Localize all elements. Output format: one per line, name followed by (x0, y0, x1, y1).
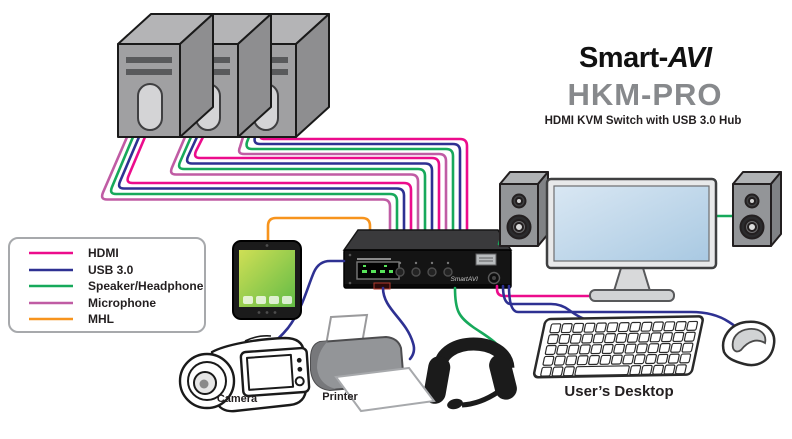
product-subtitle: HDMI KVM Switch with USB 3.0 Hub (544, 115, 742, 127)
speaker-icon (499, 171, 549, 247)
camcorder-icon (178, 335, 311, 413)
keyboard-keys (540, 320, 699, 377)
paper-output (334, 366, 436, 413)
brand-logo: Smart-AVI (535, 42, 755, 75)
mic-boom (461, 389, 500, 408)
microphone-cables (100, 135, 448, 252)
legend-row-mhl: MHL (28, 312, 204, 326)
legend-row-usb: USB 3.0 (28, 263, 204, 277)
legend-row-speaker: Speaker/Headphone (28, 279, 204, 293)
select-buttons (395, 261, 453, 277)
users-desktop-label: User’s Desktop (564, 383, 674, 400)
port-sticker (475, 253, 497, 266)
usb-cables-sources (117, 135, 462, 252)
brand-name-part1: Smart- (578, 42, 668, 74)
computer-tower-icon (117, 13, 214, 138)
mouse-icon (721, 320, 776, 367)
mhl-cable (266, 216, 372, 252)
legend-label-usb: USB 3.0 (88, 262, 134, 277)
headset-icon (423, 337, 517, 410)
speaker-cables-sources (109, 135, 455, 252)
printer-label: Printer (322, 391, 358, 403)
printer-icon (310, 313, 436, 413)
keyboard-icon (532, 315, 704, 379)
led-segments (362, 265, 393, 273)
legend-label-microphone: Microphone (88, 295, 156, 310)
tablet-icon (232, 240, 302, 320)
computer-towers (117, 13, 330, 138)
legend-row-microphone: Microphone (28, 296, 204, 310)
legend-label-hdmi: HDMI (88, 246, 119, 260)
product-model: HKM-PRO (567, 77, 723, 112)
hdmi-cables-sources (126, 135, 469, 252)
legend-label-mhl: MHL (88, 312, 114, 326)
monitor-icon (545, 177, 718, 302)
speaker-icon (732, 171, 782, 247)
cable-legend: HDMI USB 3.0 Speaker/Headphone Microphon… (8, 237, 206, 333)
kvm-switch-icon: SmartAVI (342, 229, 513, 290)
panel-text-hint (357, 258, 391, 260)
camera-label: Camera (216, 393, 258, 405)
switch-brand-text: SmartAVI (451, 276, 479, 283)
tablet-app-icons (243, 296, 292, 304)
brand-name-part2: AVI (667, 42, 712, 74)
legend-label-speaker: Speaker/Headphone (88, 279, 204, 293)
legend-row-hdmi: HDMI (28, 246, 204, 260)
